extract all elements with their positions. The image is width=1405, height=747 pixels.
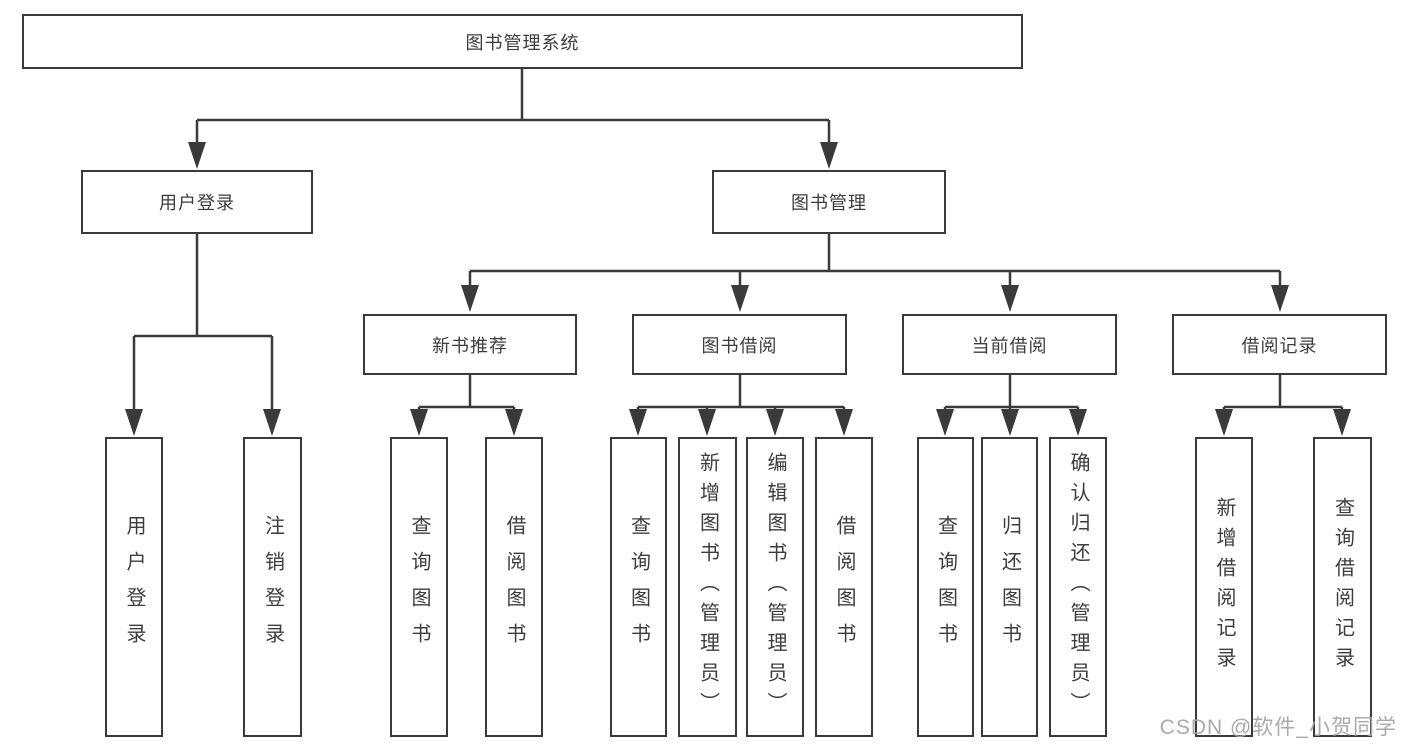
node-user-login-action: 用户登录 xyxy=(105,437,163,737)
node-logout-action: 注销登录 xyxy=(243,437,302,737)
node-borrow-books: 借阅图书 xyxy=(815,437,873,737)
node-search-books-recommend: 查询图书 xyxy=(390,437,448,737)
node-book-borrowing: 图书借阅 xyxy=(632,314,847,375)
node-edit-books-admin: 编辑图书（管理员） xyxy=(746,437,804,737)
node-search-books-current: 查询图书 xyxy=(917,437,974,737)
node-library-system: 图书管理系统 xyxy=(22,14,1023,69)
node-borrowing-records: 借阅记录 xyxy=(1172,314,1387,375)
node-new-book-recommend: 新书推荐 xyxy=(363,314,577,375)
watermark-text: CSDN @软件_小贺同学 xyxy=(1159,716,1397,739)
node-add-books-admin: 新增图书（管理员） xyxy=(678,437,737,737)
node-return-books: 归还图书 xyxy=(981,437,1038,737)
node-query-borrow-record: 查询借阅记录 xyxy=(1313,437,1372,737)
node-borrow-books-recommend: 借阅图书 xyxy=(485,437,543,737)
node-add-borrow-record: 新增借阅记录 xyxy=(1195,437,1253,737)
node-search-books-borrow: 查询图书 xyxy=(610,437,667,737)
node-book-management: 图书管理 xyxy=(712,170,946,234)
node-current-borrowing: 当前借阅 xyxy=(902,314,1117,375)
node-user-login: 用户登录 xyxy=(81,170,313,234)
node-confirm-return-admin: 确认归还（管理员） xyxy=(1049,437,1107,737)
arrowheads xyxy=(125,142,1351,436)
